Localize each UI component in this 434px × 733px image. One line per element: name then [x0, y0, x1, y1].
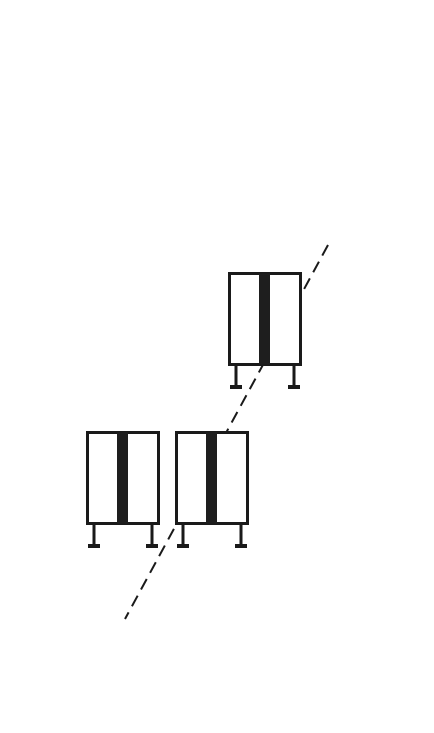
- cabinet-leg-right: [288, 366, 300, 389]
- cabinet-center-stripe: [117, 432, 128, 524]
- cabinet-unit-lower-left: [86, 431, 160, 548]
- cabinet-leg-right: [146, 525, 158, 548]
- cabinet-leg-left: [88, 525, 100, 548]
- cabinet-leg-left: [177, 525, 189, 548]
- cabinet-leg-right: [235, 525, 247, 548]
- cabinet-unit-upper-right: [228, 272, 302, 389]
- cabinet-center-stripe: [259, 273, 270, 365]
- cabinet-leg-left: [230, 366, 242, 389]
- cabinet-center-stripe: [206, 432, 217, 524]
- cabinet-unit-lower-middle: [175, 431, 249, 548]
